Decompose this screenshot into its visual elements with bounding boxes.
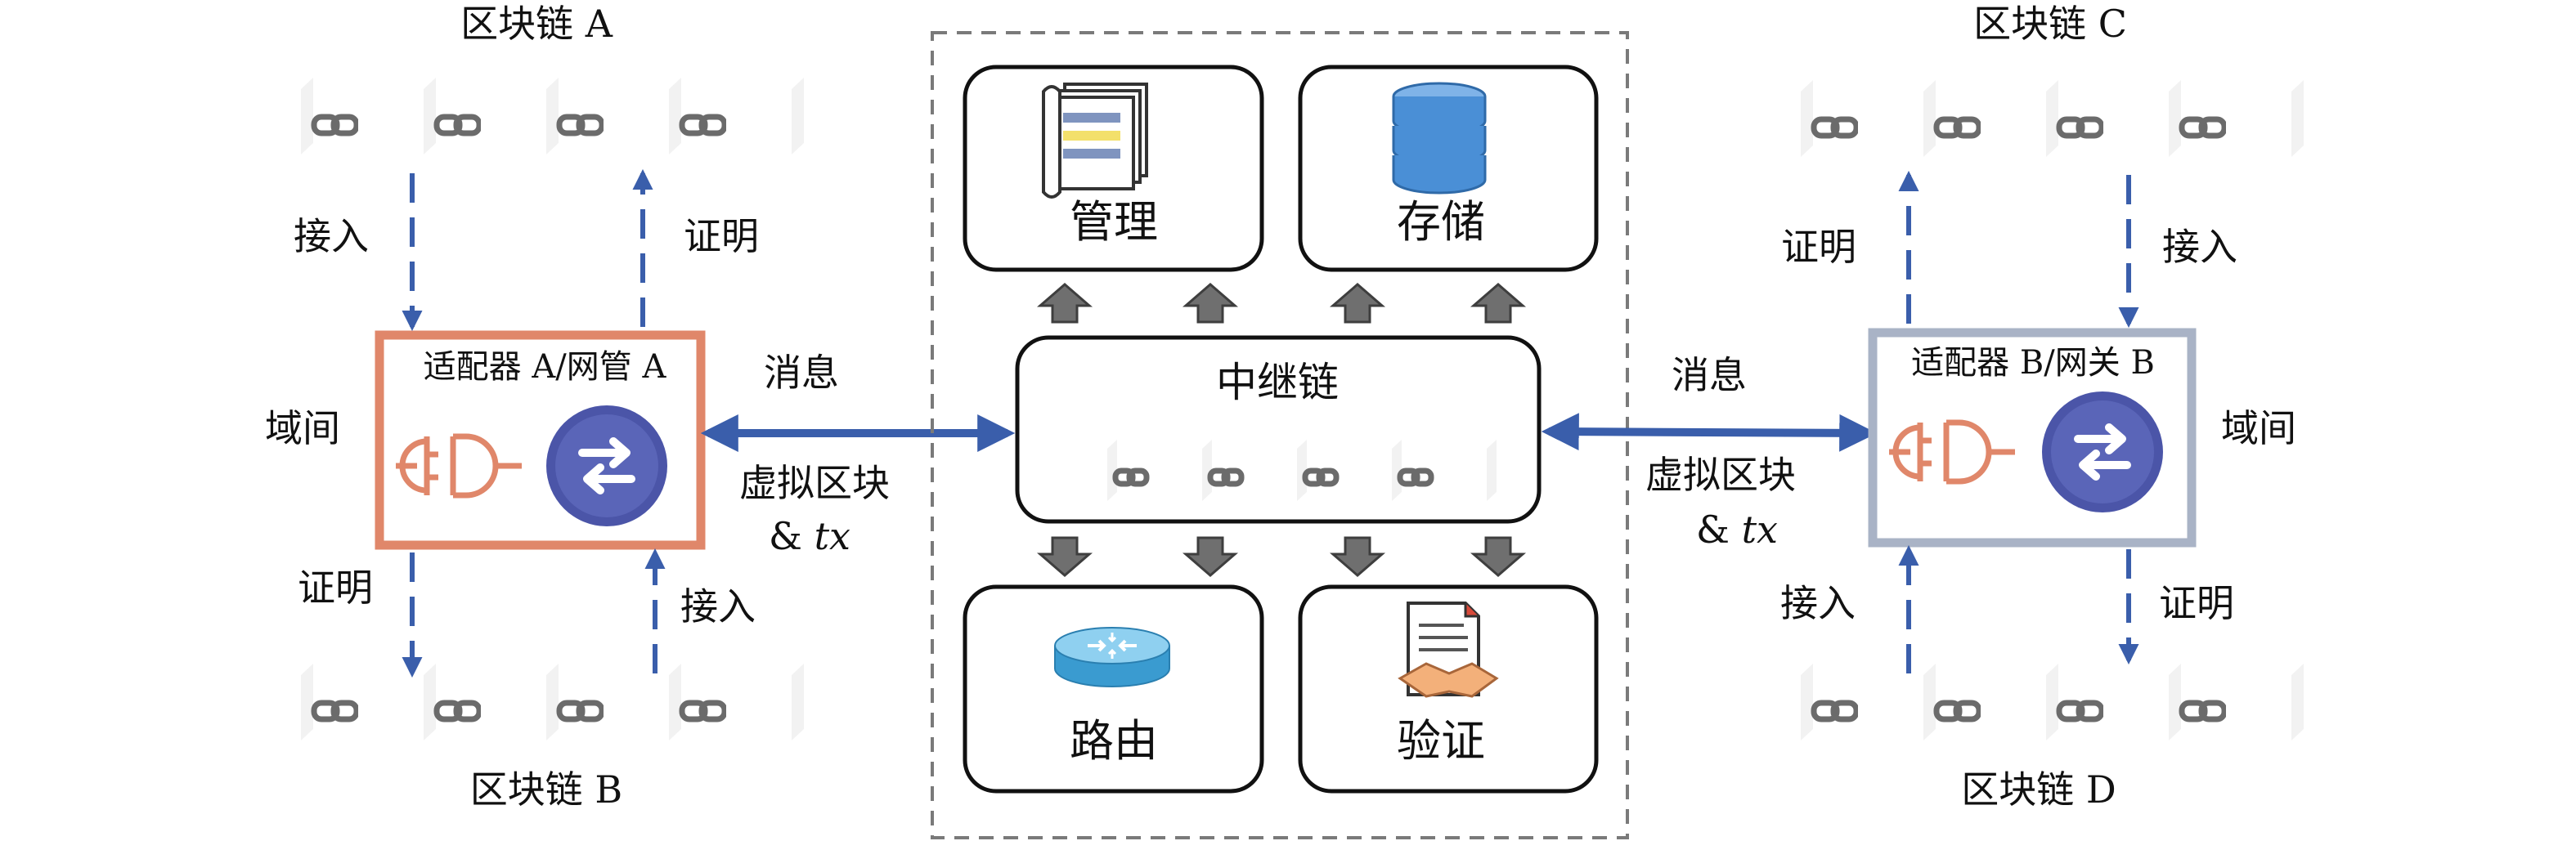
right-relay-link-arrow bbox=[1541, 413, 1878, 452]
right-bottom-access-label: 接入 bbox=[1780, 581, 1856, 625]
verification-label: 验证 bbox=[1397, 715, 1485, 767]
right-bottom-proof-label: 证明 bbox=[2159, 581, 2234, 625]
left-message-label: 消息 bbox=[764, 351, 839, 395]
adapter-a-label: 适配器 A/网管 A bbox=[424, 348, 667, 386]
left-tx-label: & tx bbox=[769, 514, 850, 558]
swap-icon bbox=[2042, 391, 2163, 512]
adapter-b-label: 适配器 B/网关 B bbox=[1911, 344, 2155, 382]
left-domain-label: 域间 bbox=[265, 406, 340, 450]
contract-handshake-icon bbox=[1398, 602, 1499, 698]
left-top-access-label: 接入 bbox=[294, 214, 369, 258]
right-top-access-label: 接入 bbox=[2162, 225, 2237, 269]
down-arrow bbox=[1039, 536, 1091, 577]
blockchain-b bbox=[236, 664, 804, 740]
router-icon bbox=[1054, 627, 1170, 687]
right-tx-label: & tx bbox=[1696, 508, 1778, 552]
blockchain-d-label: 区块链 D bbox=[1961, 767, 2116, 812]
left-bottom-proof-label: 证明 bbox=[298, 566, 373, 610]
right-top-proof-label: 证明 bbox=[1781, 225, 1856, 269]
down-arrow bbox=[1331, 536, 1384, 577]
right-domain-label: 域间 bbox=[2221, 406, 2296, 450]
up-arrow bbox=[1039, 283, 1091, 324]
up-arrow bbox=[1472, 283, 1524, 324]
blockchain-d bbox=[1735, 664, 2304, 740]
database-icon bbox=[1392, 82, 1487, 195]
left-bottom-access-label: 接入 bbox=[680, 584, 756, 629]
up-arrow bbox=[1331, 283, 1384, 324]
management-label: 管理 bbox=[1070, 196, 1158, 248]
right-message-label: 消息 bbox=[1672, 353, 1747, 397]
swap-icon bbox=[546, 405, 667, 526]
right-virtual-block-label: 虚拟区块 bbox=[1645, 453, 1796, 497]
blockchain-c bbox=[1735, 80, 2304, 157]
routing-label: 路由 bbox=[1070, 715, 1158, 767]
blockchain-a-label: 区块链 A bbox=[460, 2, 613, 46]
up-arrow bbox=[1184, 283, 1236, 324]
storage-label: 存储 bbox=[1397, 196, 1485, 248]
left-top-proof-label: 证明 bbox=[684, 214, 759, 258]
blockchain-c-label: 区块链 C bbox=[1973, 2, 2127, 46]
down-arrow bbox=[1184, 536, 1236, 577]
routing-module bbox=[963, 584, 1264, 794]
relay-chain-label: 中继链 bbox=[1216, 359, 1339, 406]
left-virtual-block-label: 虚拟区块 bbox=[739, 461, 890, 505]
relay-panel-border bbox=[931, 31, 1629, 839]
document-icon bbox=[1042, 83, 1148, 199]
blockchain-a bbox=[236, 78, 804, 154]
blockchain-b-label: 区块链 B bbox=[470, 767, 622, 812]
down-arrow bbox=[1472, 536, 1524, 577]
